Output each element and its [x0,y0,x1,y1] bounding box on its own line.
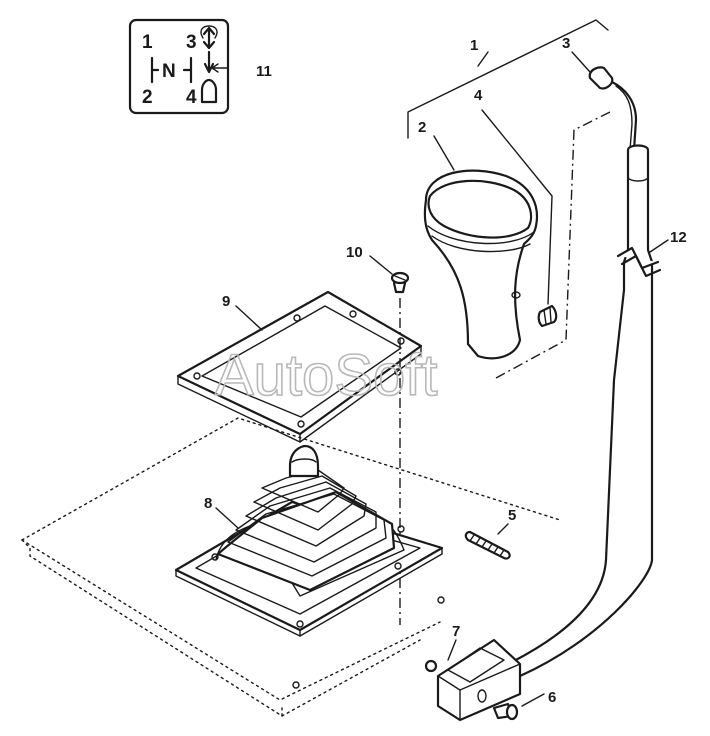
switch-connector [588,66,638,152]
callout-4: 4 [474,87,483,104]
shift-knob [423,169,538,360]
legend-gear-1: 1 [142,32,153,53]
legend-gear-4: 4 [186,87,197,108]
callout-3: 3 [562,35,570,52]
leader-8 [215,507,239,529]
set-screw [464,530,511,560]
leader-10 [369,255,393,275]
leader-11 [211,63,229,73]
leader-9 [235,305,263,331]
callout-12: 12 [670,229,687,246]
leader-2 [433,135,455,171]
legend-gear-3: 3 [186,32,197,53]
legend-arrow-down [203,50,215,74]
retainer-plate [176,290,423,443]
callout-2: 2 [418,119,426,136]
watermark: AutoSoft [215,343,437,408]
leader-5 [497,523,509,535]
knob-icon [200,78,218,104]
leader-1 [477,51,489,67]
legend-gate-lines [150,56,193,84]
leader-12 [649,239,669,253]
lever-base [436,638,522,722]
shift-lever [510,144,662,678]
group-bracket [407,19,609,139]
base-nut [424,659,438,673]
knob-alignment-line [495,111,611,379]
floor-panel [21,417,561,718]
leader-4 [481,109,553,305]
callout-6: 6 [548,689,556,706]
leader-3 [571,51,591,73]
callout-11: 11 [256,63,272,80]
leader-7 [447,639,457,661]
callout-8: 8 [204,495,212,512]
callout-7: 7 [452,623,460,640]
callout-9: 9 [222,293,230,310]
legend-gear-2: 2 [142,87,153,108]
legend-frame [128,18,230,115]
callout-5: 5 [508,507,516,524]
retainer-screw [390,271,410,294]
double-arrow-icon [200,25,218,50]
legend-neutral: N [162,61,176,82]
shift-boot [174,444,444,637]
base-bolt [492,702,519,721]
callout-10: 10 [346,244,363,261]
shift-pattern-legend: 1 3 N 2 4 [128,18,230,115]
callout-1: 1 [470,37,478,54]
knob-set-screw [537,304,558,328]
leader-6 [521,693,545,707]
